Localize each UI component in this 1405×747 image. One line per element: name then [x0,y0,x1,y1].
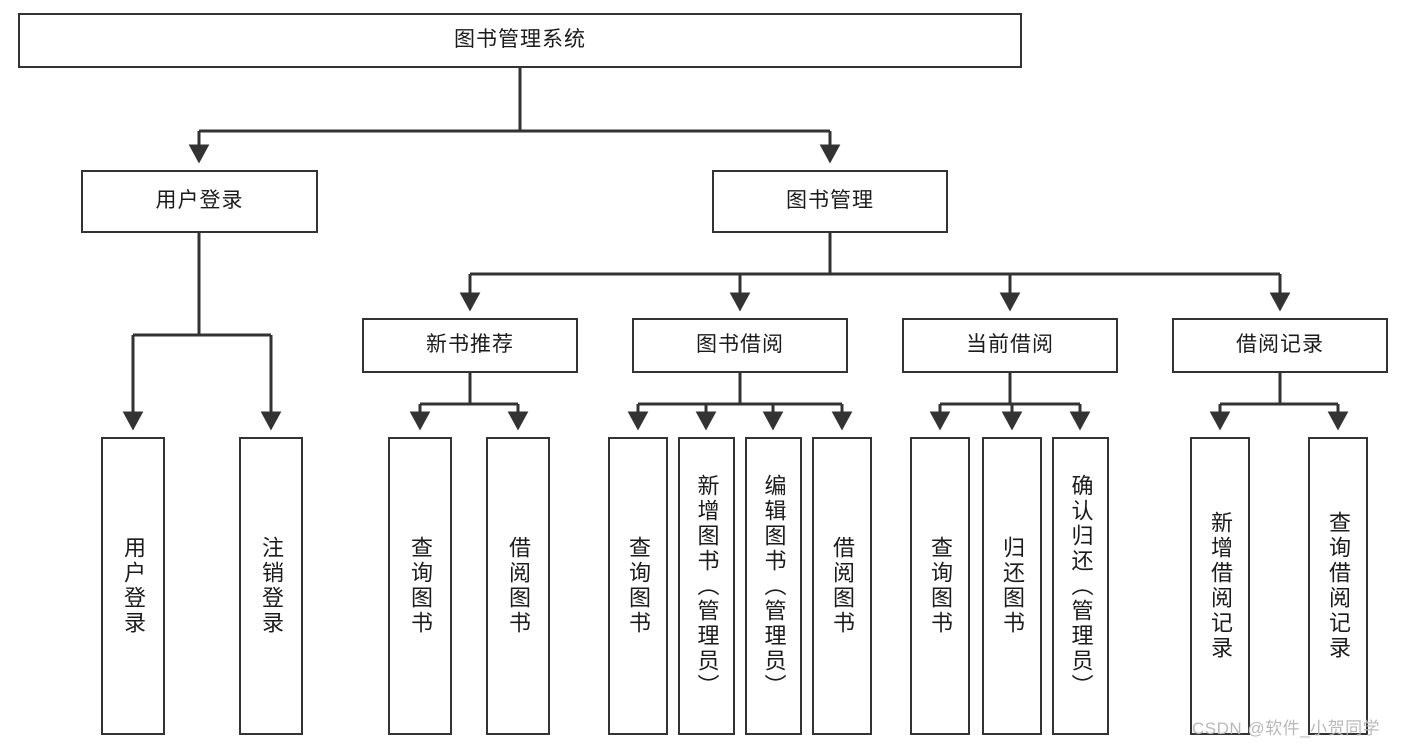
node-leaf-borrow-book-2-label: 借阅图书 [829,536,855,636]
node-leaf-user-login-label: 用户登录 [120,536,146,636]
node-leaf-edit-book-admin[interactable]: 编辑图书（管理员） [745,437,802,735]
node-leaf-query-borrow-record[interactable]: 查询借阅记录 [1308,437,1368,735]
node-borrow-record-label: 借阅记录 [1236,333,1324,357]
node-leaf-borrow-book-1-label: 借阅图书 [505,536,531,636]
node-leaf-add-book-admin-label: 新增图书（管理员） [694,473,720,699]
node-leaf-borrow-book-1[interactable]: 借阅图书 [486,437,550,735]
node-leaf-edit-book-admin-label: 编辑图书（管理员） [761,473,787,699]
node-leaf-return-book[interactable]: 归还图书 [982,437,1042,735]
node-book-borrow-label: 图书借阅 [696,333,784,357]
node-leaf-add-borrow-record-label: 新增借阅记录 [1207,511,1233,661]
node-leaf-borrow-book-2[interactable]: 借阅图书 [812,437,872,735]
node-current-borrow[interactable]: 当前借阅 [902,318,1118,373]
node-book-borrow[interactable]: 图书借阅 [632,318,848,373]
node-book-manage-label: 图书管理 [786,189,874,213]
node-leaf-confirm-return-admin-label: 确认归还（管理员） [1068,473,1094,699]
node-leaf-user-login[interactable]: 用户登录 [101,437,165,735]
node-root-label: 图书管理系统 [454,28,586,52]
node-leaf-query-book-3[interactable]: 查询图书 [910,437,970,735]
node-user-login-label: 用户登录 [155,189,244,213]
node-leaf-add-book-admin[interactable]: 新增图书（管理员） [678,437,735,735]
node-leaf-logout-login[interactable]: 注销登录 [239,437,303,735]
node-leaf-query-book-2-label: 查询图书 [625,536,651,636]
node-leaf-return-book-label: 归还图书 [999,536,1025,636]
node-user-login[interactable]: 用户登录 [81,170,318,233]
node-leaf-query-book-1[interactable]: 查询图书 [388,437,452,735]
node-current-borrow-label: 当前借阅 [966,333,1054,357]
node-book-manage[interactable]: 图书管理 [712,170,948,233]
node-root[interactable]: 图书管理系统 [18,13,1022,68]
node-new-book-recommend-label: 新书推荐 [426,333,514,357]
node-leaf-logout-login-label: 注销登录 [258,536,284,636]
node-leaf-query-book-2[interactable]: 查询图书 [608,437,668,735]
node-borrow-record[interactable]: 借阅记录 [1172,318,1388,373]
node-leaf-query-borrow-record-label: 查询借阅记录 [1325,511,1351,661]
node-leaf-confirm-return-admin[interactable]: 确认归还（管理员） [1052,437,1109,735]
node-leaf-query-book-1-label: 查询图书 [407,536,433,636]
node-new-book-recommend[interactable]: 新书推荐 [362,318,578,373]
node-leaf-query-book-3-label: 查询图书 [927,536,953,636]
node-leaf-add-borrow-record[interactable]: 新增借阅记录 [1190,437,1250,735]
